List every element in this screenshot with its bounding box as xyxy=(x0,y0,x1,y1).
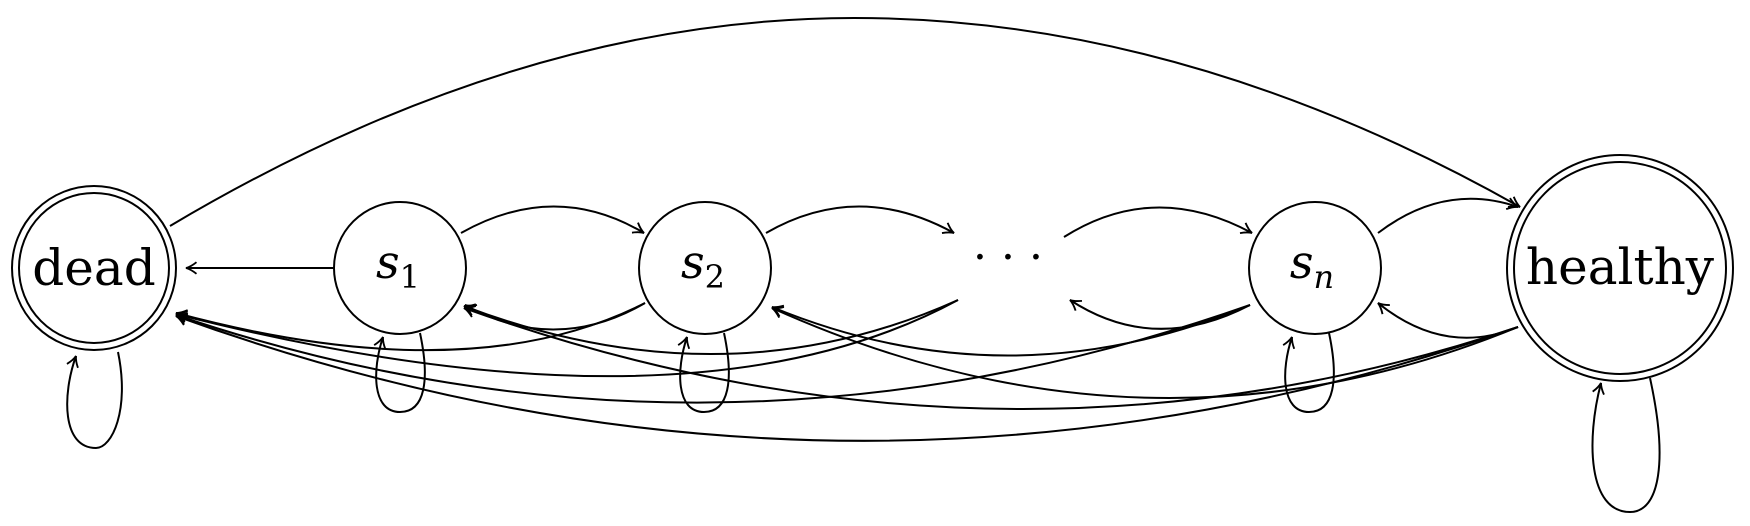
state-s1-circle xyxy=(333,201,467,335)
edge-s1-to-s2 xyxy=(460,205,645,234)
edges xyxy=(66,16,1661,514)
state-healthy: healthy xyxy=(1506,154,1734,382)
edge-healthy-to-s1 xyxy=(463,305,1519,410)
state-ellipsis-label: · · · xyxy=(973,232,1043,283)
state-healthy-inner-ring xyxy=(1513,161,1727,375)
state-sn: sn xyxy=(1248,201,1382,335)
state-s2-label: s2 xyxy=(681,235,725,296)
edge-sn-to-healthy xyxy=(1377,197,1519,234)
edge-ellipsis-to-s1 xyxy=(463,299,959,356)
edge-healthy-self-loop xyxy=(1591,377,1661,514)
state-s1-base: s xyxy=(376,235,400,289)
state-sn-base: s xyxy=(1290,235,1314,289)
state-sn-circle xyxy=(1248,201,1382,335)
state-healthy-outer-ring xyxy=(1506,154,1734,382)
state-dead: dead xyxy=(11,185,177,351)
state-sn-subscript: n xyxy=(1314,258,1335,296)
edge-ellipsis-to-sn xyxy=(1063,206,1253,238)
edge-s1-self-loop xyxy=(373,332,426,414)
state-s2-base: s xyxy=(681,235,705,289)
state-s2: s2 xyxy=(638,201,772,335)
edge-dead-self-loop xyxy=(66,351,123,450)
state-s1-label: s1 xyxy=(376,235,420,296)
state-s2-circle xyxy=(638,201,772,335)
edge-s2-self-loop xyxy=(677,332,730,414)
state-dead-label: dead xyxy=(32,239,155,297)
state-sn-label: sn xyxy=(1290,235,1334,296)
edge-sn-to-ellipsis xyxy=(1069,299,1251,330)
edge-s2-to-dead xyxy=(175,302,646,352)
edge-sn-to-dead xyxy=(175,304,1251,404)
edge-sn-to-s2 xyxy=(771,304,1251,357)
edge-dead-to-healthy xyxy=(169,16,1521,227)
edge-healthy-to-sn xyxy=(1377,302,1519,339)
nodes: dead s1 s2 · · · s xyxy=(11,154,1734,382)
edge-healthy-to-s2 xyxy=(771,306,1519,399)
edge-s2-to-ellipsis xyxy=(765,205,955,234)
state-s1: s1 xyxy=(333,201,467,335)
state-s2-subscript: 2 xyxy=(705,258,725,296)
edge-sn-self-loop xyxy=(1282,332,1335,414)
state-s1-subscript: 1 xyxy=(400,258,420,296)
state-healthy-label: healthy xyxy=(1526,238,1715,296)
edge-ellipsis-to-dead xyxy=(175,299,959,378)
state-dead-outer-ring xyxy=(11,185,177,351)
state-dead-inner-ring xyxy=(18,192,170,344)
